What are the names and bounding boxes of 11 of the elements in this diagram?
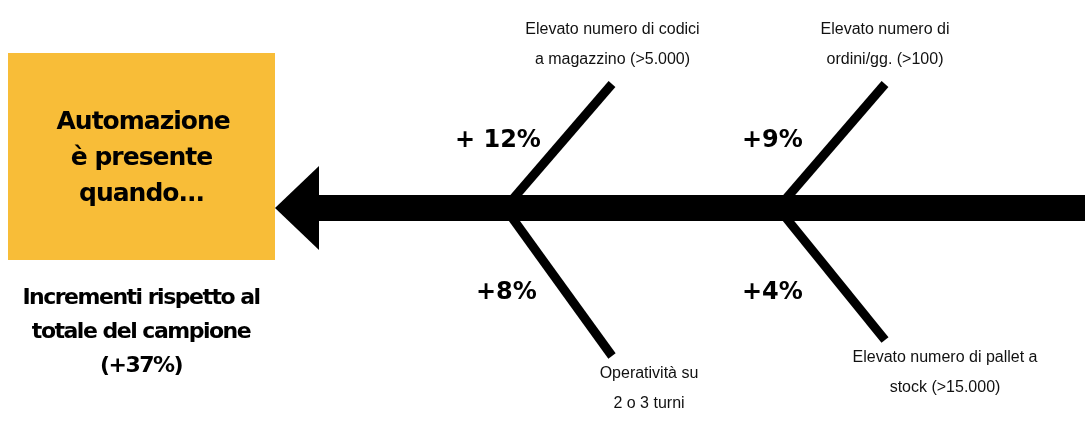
note-text: Incrementi rispetto al totale del campione (+37%) [22,283,260,379]
arrow [275,166,1085,250]
edge-label: +9% [742,125,803,153]
cause-text: Elevato numero di pallet a stock (>15.000) [850,342,1040,410]
cause-text: Operatività su 2 o 3 turni [595,358,703,422]
heading-box [8,53,275,260]
edge-label: +8% [476,277,537,305]
edge-label: + 12% [455,125,541,153]
cause-text: Elevato numero di ordini/gg. (>100) [805,14,965,82]
edge-label: +4% [742,277,803,305]
cause-text: Elevato numero di codici a magazzino (>5.000) [520,14,705,82]
